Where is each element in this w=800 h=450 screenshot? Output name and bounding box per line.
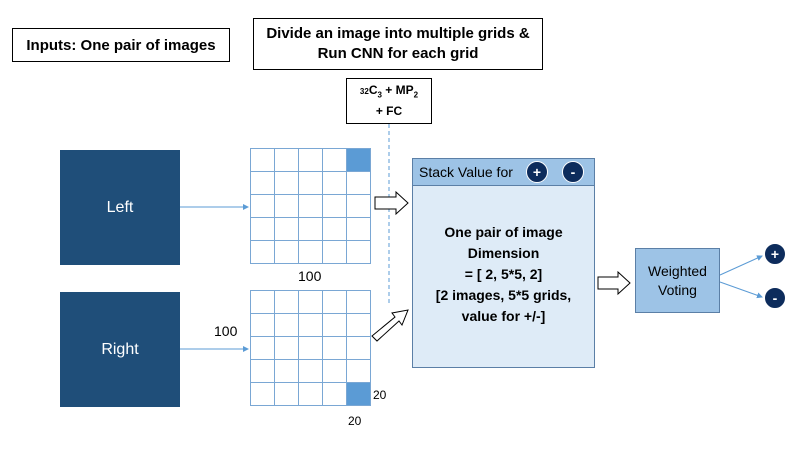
right-image-box: Right bbox=[60, 292, 180, 407]
cnn-pool: 2 bbox=[413, 90, 419, 100]
voting-line2: Voting bbox=[658, 281, 697, 298]
grid-cell bbox=[275, 218, 299, 241]
grid-cell bbox=[299, 314, 323, 337]
grid-cell bbox=[275, 291, 299, 314]
grid-cell bbox=[299, 195, 323, 218]
grid-cell-highlight bbox=[347, 383, 371, 406]
grid-cell bbox=[323, 241, 347, 264]
grid-cell bbox=[347, 241, 371, 264]
grid-cell bbox=[275, 360, 299, 383]
inputs-label-text: Inputs: One pair of images bbox=[26, 36, 216, 54]
grid-cell bbox=[323, 172, 347, 195]
dim-cell-side-label: 20 bbox=[373, 388, 387, 402]
cnn-conv: C bbox=[368, 82, 378, 97]
right-label: Right bbox=[101, 340, 139, 358]
grid-cell bbox=[347, 360, 371, 383]
cnn-line2: + FC bbox=[375, 104, 403, 119]
cnn-box: 32C3 + MP2 + FC bbox=[346, 78, 432, 124]
grid-cell bbox=[251, 360, 275, 383]
grid-cell bbox=[275, 314, 299, 337]
grid-cell bbox=[347, 172, 371, 195]
dim-side-label: 100 bbox=[214, 323, 238, 339]
grid-cell bbox=[299, 337, 323, 360]
grid-cell bbox=[347, 314, 371, 337]
stack-body-line5: value for +/-] bbox=[461, 308, 546, 324]
stack-minus-icon: - bbox=[562, 161, 584, 183]
weighted-voting-box: Weighted Voting bbox=[635, 248, 720, 313]
grid-cell bbox=[251, 172, 275, 195]
stack-to-voting-arrow bbox=[597, 270, 631, 296]
right-grid bbox=[250, 290, 371, 406]
stack-header-text: Stack Value for bbox=[419, 164, 513, 180]
grid-cell bbox=[347, 218, 371, 241]
grid-cell bbox=[251, 314, 275, 337]
grid-cell bbox=[347, 195, 371, 218]
grid-cell bbox=[275, 195, 299, 218]
grid-cell bbox=[251, 149, 275, 172]
voting-line1: Weighted bbox=[648, 262, 707, 279]
grid-cell bbox=[347, 337, 371, 360]
stack-plus-icon: + bbox=[526, 161, 548, 183]
grid-title-line1: Divide an image into multiple grids & bbox=[266, 25, 530, 42]
grid-cell bbox=[299, 172, 323, 195]
inputs-label: Inputs: One pair of images bbox=[12, 28, 230, 62]
grid-cell-highlight bbox=[347, 149, 371, 172]
grid-cell bbox=[299, 149, 323, 172]
grid-cell bbox=[275, 172, 299, 195]
grid-cell bbox=[299, 360, 323, 383]
grid-cell bbox=[347, 291, 371, 314]
grid-cell bbox=[323, 149, 347, 172]
dim-top-label: 100 bbox=[298, 268, 322, 284]
cnn-line1: 32C3 + MP2 bbox=[360, 82, 418, 103]
grid-cell bbox=[323, 195, 347, 218]
grid-cell bbox=[299, 291, 323, 314]
grid-cell bbox=[275, 337, 299, 360]
grid-cell bbox=[299, 218, 323, 241]
grid-cell bbox=[323, 383, 347, 406]
grid-cell bbox=[251, 195, 275, 218]
grid-cell bbox=[275, 383, 299, 406]
voting-to-minus-line bbox=[719, 281, 763, 299]
grid-cell bbox=[323, 314, 347, 337]
grid-title-line2: Run CNN for each grid bbox=[317, 45, 479, 62]
stack-body-line3: = [ 2, 5*5, 2] bbox=[464, 266, 543, 282]
grid-cell bbox=[323, 218, 347, 241]
cnn-mp: + MP bbox=[381, 82, 414, 97]
cnn-kernel: 3 bbox=[377, 90, 382, 100]
left-image-box: Left bbox=[60, 150, 180, 265]
stack-panel bbox=[412, 185, 595, 368]
stack-body: One pair of image Dimension = [ 2, 5*5, … bbox=[412, 222, 595, 327]
right-grid-block-arrow bbox=[371, 309, 409, 342]
grid-cell bbox=[323, 337, 347, 360]
grid-cell bbox=[251, 383, 275, 406]
voting-to-plus-line bbox=[719, 255, 763, 276]
grid-title-box: Divide an image into multiple grids & Ru… bbox=[253, 18, 543, 70]
stack-body-line4: [2 images, 5*5 grids, bbox=[435, 287, 572, 303]
grid-cell bbox=[275, 149, 299, 172]
left-grid-block-arrow bbox=[374, 190, 409, 216]
grid-cell bbox=[251, 337, 275, 360]
left-label: Left bbox=[106, 198, 134, 216]
grid-cell bbox=[299, 241, 323, 264]
cnn-filters: 32 bbox=[359, 86, 369, 96]
output-plus-icon: + bbox=[764, 243, 786, 265]
stack-body-line1: One pair of image bbox=[444, 224, 563, 240]
grid-cell bbox=[251, 218, 275, 241]
dim-cell-bottom-label: 20 bbox=[348, 414, 362, 428]
stack-body-line2: Dimension bbox=[467, 245, 540, 261]
grid-cell bbox=[251, 291, 275, 314]
grid-cell bbox=[323, 360, 347, 383]
grid-cell bbox=[323, 291, 347, 314]
grid-cell bbox=[275, 241, 299, 264]
left-grid bbox=[250, 148, 371, 264]
output-minus-icon: - bbox=[764, 287, 786, 309]
grid-cell bbox=[251, 241, 275, 264]
grid-cell bbox=[299, 383, 323, 406]
